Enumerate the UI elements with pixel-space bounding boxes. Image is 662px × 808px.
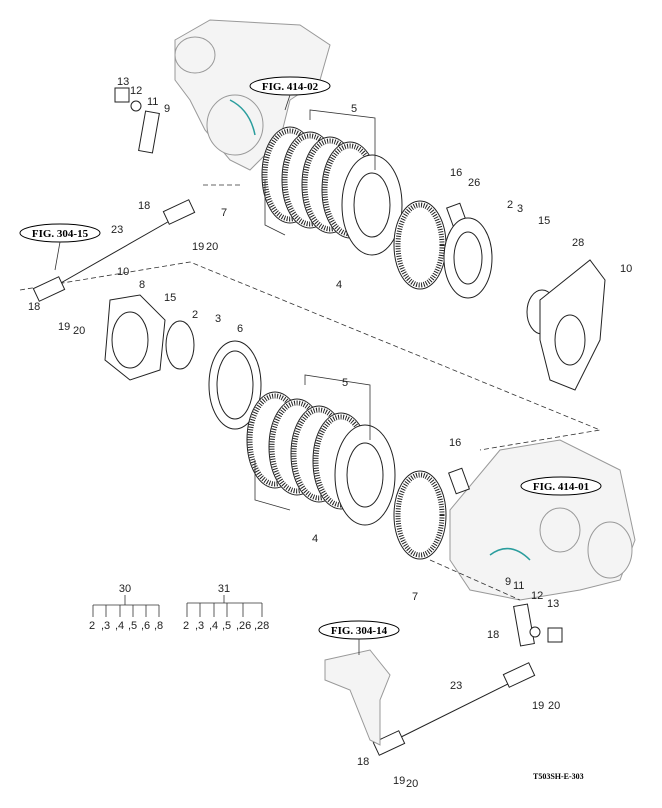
callout: 19: [58, 321, 70, 333]
callout: 16: [449, 437, 461, 449]
kit-item: ,4: [115, 620, 124, 632]
callout: 6: [237, 323, 243, 335]
callout: 19: [532, 700, 544, 712]
fig-ref-label: FIG. 414-02: [262, 81, 319, 93]
callout: 19: [192, 241, 204, 253]
kit-number: 30: [119, 583, 131, 595]
callout: 9: [164, 103, 170, 115]
callout: 2: [192, 309, 198, 321]
kit-item: ,8: [154, 620, 163, 632]
fig-ref-414-01[interactable]: FIG. 414-01: [520, 476, 602, 496]
lower-linkage: [324, 603, 563, 756]
upper-linkage: [32, 87, 196, 302]
callout: 7: [221, 207, 227, 219]
callout: 18: [487, 629, 499, 641]
kit-item: ,5: [128, 620, 137, 632]
fig-ref-414-02[interactable]: FIG. 414-02: [249, 76, 331, 96]
callout: 15: [538, 215, 550, 227]
callout: 4: [312, 533, 318, 545]
callout: 4: [336, 279, 342, 291]
alignment-line: [19, 261, 602, 451]
callout: 10: [620, 263, 632, 275]
callout: 23: [111, 224, 123, 236]
kit-31: 31 2 ,3 ,4 ,5 ,26 ,28: [183, 583, 269, 632]
callout: 18: [357, 756, 369, 768]
kit-item: ,28: [254, 620, 269, 632]
callout: 13: [547, 598, 559, 610]
kit-item: ,5: [222, 620, 231, 632]
callout: 18: [28, 301, 40, 313]
callout: 8: [139, 279, 145, 291]
kit-item: ,3: [101, 620, 110, 632]
kit-item: ,26: [236, 620, 251, 632]
callout: 7: [412, 591, 418, 603]
kit-item: ,3: [195, 620, 204, 632]
callout: 12: [531, 590, 543, 602]
upper-transmission-housing: [174, 19, 331, 171]
fig-ref-304-15[interactable]: FIG. 304-15: [19, 223, 101, 243]
callout: 5: [351, 103, 357, 115]
kit-item: 2: [89, 620, 95, 632]
callout: 11: [513, 580, 524, 592]
lower-clutch-pack: [104, 294, 470, 560]
drawing-code: T503SH-E-303: [533, 772, 584, 781]
callout: 9: [505, 576, 511, 588]
fig-ref-label: FIG. 304-14: [331, 625, 388, 637]
kit-30: 30 2 ,3 ,4 ,5 ,6 ,8: [89, 583, 163, 632]
kit-item: 2: [183, 620, 189, 632]
callout: 2: [507, 199, 513, 211]
callout: 12: [130, 85, 142, 97]
callout: 20: [548, 700, 560, 712]
callout: 16: [450, 167, 462, 179]
kit-item: ,4: [209, 620, 218, 632]
callout-labels: 13 12 11 9 5 16 26 2 3 15 28 10 7 18 23 …: [28, 76, 632, 790]
callout: 11: [147, 96, 158, 108]
callout: 5: [342, 377, 348, 389]
callout: 23: [450, 680, 462, 692]
fig-ref-label: FIG. 414-01: [533, 481, 589, 493]
callout: 13: [117, 76, 129, 88]
kit-item: ,6: [141, 620, 150, 632]
callout: 3: [517, 203, 523, 215]
callout: 15: [164, 292, 176, 304]
fig-ref-label: FIG. 304-15: [32, 228, 89, 240]
callout: 20: [206, 241, 218, 253]
callout: 26: [468, 177, 480, 189]
alignment-line: [429, 559, 521, 601]
fig-ref-304-14[interactable]: FIG. 304-14: [318, 620, 400, 640]
kit-number: 31: [218, 583, 230, 595]
callout: 20: [406, 778, 418, 790]
upper-clutch-pack: [261, 109, 606, 391]
callout: 18: [138, 200, 150, 212]
callout: 19: [393, 775, 405, 787]
callout: 10: [117, 266, 129, 278]
callout: 3: [215, 313, 221, 325]
callout: 28: [572, 237, 584, 249]
callout: 20: [73, 325, 85, 337]
lower-transmission-housing: [449, 439, 636, 601]
